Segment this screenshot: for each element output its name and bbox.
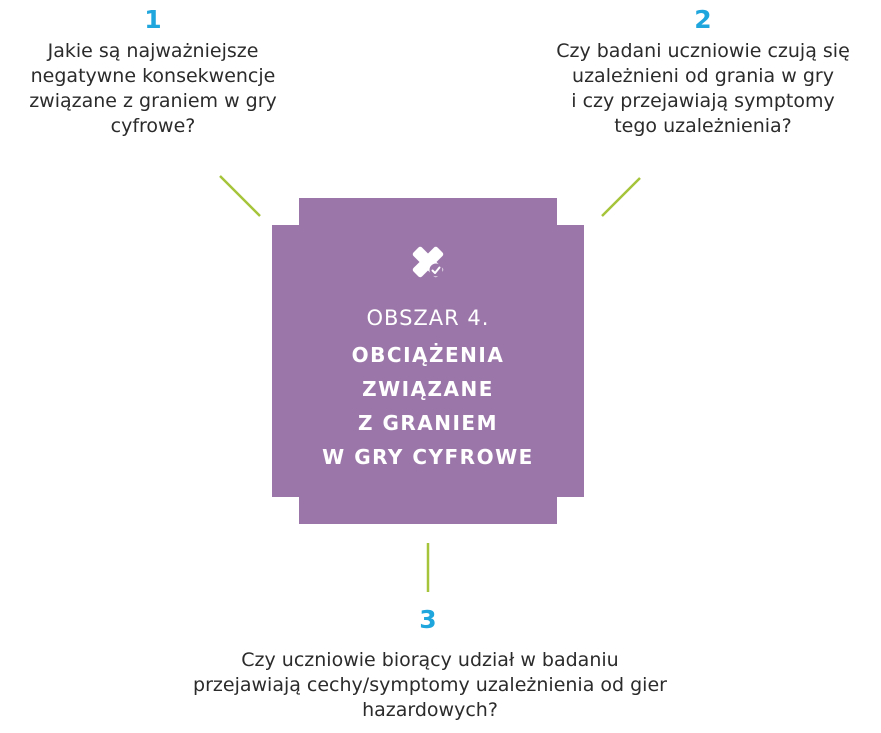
puzzle-cross-icon — [412, 246, 444, 278]
area-box: OBSZAR 4. OBCIĄŻENIA ZWIĄZANE Z GRANIEM … — [272, 198, 584, 524]
question-1-number: 1 — [144, 5, 162, 34]
question-1-text: Jakie są najważniejsze negatywne konsekw… — [29, 40, 277, 137]
question-2-number: 2 — [694, 5, 712, 34]
question-3-text: Czy uczniowie biorący udział w badaniu p… — [193, 649, 667, 721]
question-2-text: Czy badani uczniowie czują się uzależnie… — [556, 40, 850, 137]
connector-line-1 — [219, 175, 261, 217]
connector-line-2 — [601, 177, 641, 217]
area-label: OBSZAR 4. — [366, 306, 490, 330]
area-title: OBCIĄŻENIA ZWIĄZANE Z GRANIEM W GRY CYFR… — [322, 343, 534, 469]
question-3-number: 3 — [419, 605, 437, 634]
